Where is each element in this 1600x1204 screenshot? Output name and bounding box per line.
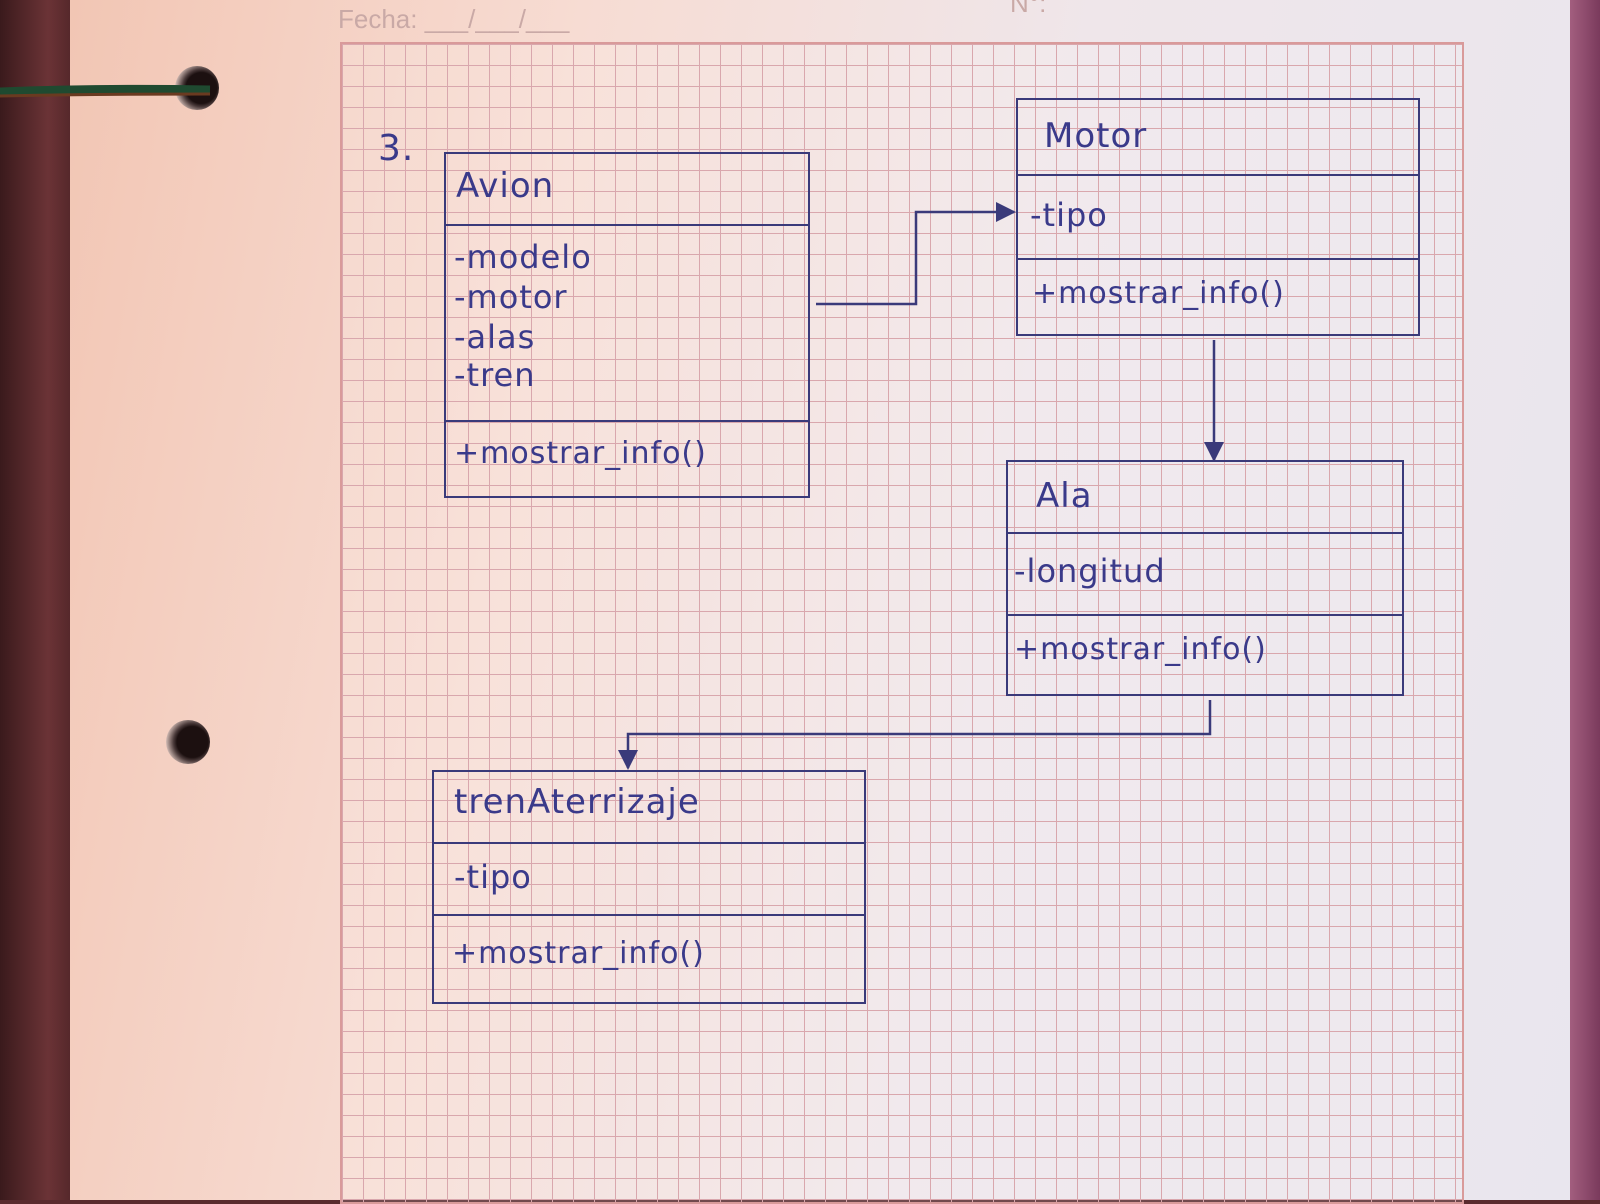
- attribute: -tipo: [454, 858, 532, 896]
- class-name: trenAterrizaje: [454, 782, 700, 822]
- attribute: -tipo: [1030, 196, 1108, 234]
- divider: [446, 224, 808, 226]
- class-avion: Avion -modelo -motor -alas -tren +mostra…: [444, 152, 810, 498]
- class-name: Avion: [456, 166, 555, 206]
- class-ala: Ala -longitud +mostrar_info(): [1006, 460, 1404, 696]
- binder-strip: [0, 0, 80, 1200]
- relation-avion-motor: [816, 202, 1016, 306]
- method: +mostrar_info(): [452, 936, 705, 971]
- method: +mostrar_info(): [454, 436, 707, 471]
- method: +mostrar_info(): [1014, 632, 1267, 667]
- divider: [434, 842, 864, 844]
- class-tren-aterrizaje: trenAterrizaje -tipo +mostrar_info(): [432, 770, 866, 1004]
- divider: [446, 420, 808, 422]
- number-label: N°:: [1010, 0, 1047, 18]
- attribute: -modelo: [454, 238, 592, 276]
- relation-ala-tren: [618, 700, 1212, 770]
- attribute: -motor: [454, 278, 568, 316]
- grid-paper-area: [340, 42, 1464, 1204]
- class-motor: Motor -tipo +mostrar_info(): [1016, 98, 1420, 336]
- fecha-blank: ___/___/___: [424, 4, 570, 34]
- fecha-label: Fecha: ___/___/___: [338, 4, 570, 34]
- attribute: -tren: [454, 356, 536, 394]
- method: +mostrar_info(): [1032, 276, 1285, 311]
- divider: [1018, 258, 1418, 260]
- divider: [434, 914, 864, 916]
- attribute: -longitud: [1014, 552, 1166, 590]
- attribute: -alas: [454, 318, 536, 356]
- class-name: Ala: [1036, 476, 1093, 516]
- divider: [1008, 532, 1402, 534]
- class-name: Motor: [1044, 116, 1148, 156]
- question-number: 3.: [378, 128, 415, 169]
- divider: [1018, 174, 1418, 176]
- divider: [1008, 614, 1402, 616]
- punch-hole-middle: [166, 720, 210, 764]
